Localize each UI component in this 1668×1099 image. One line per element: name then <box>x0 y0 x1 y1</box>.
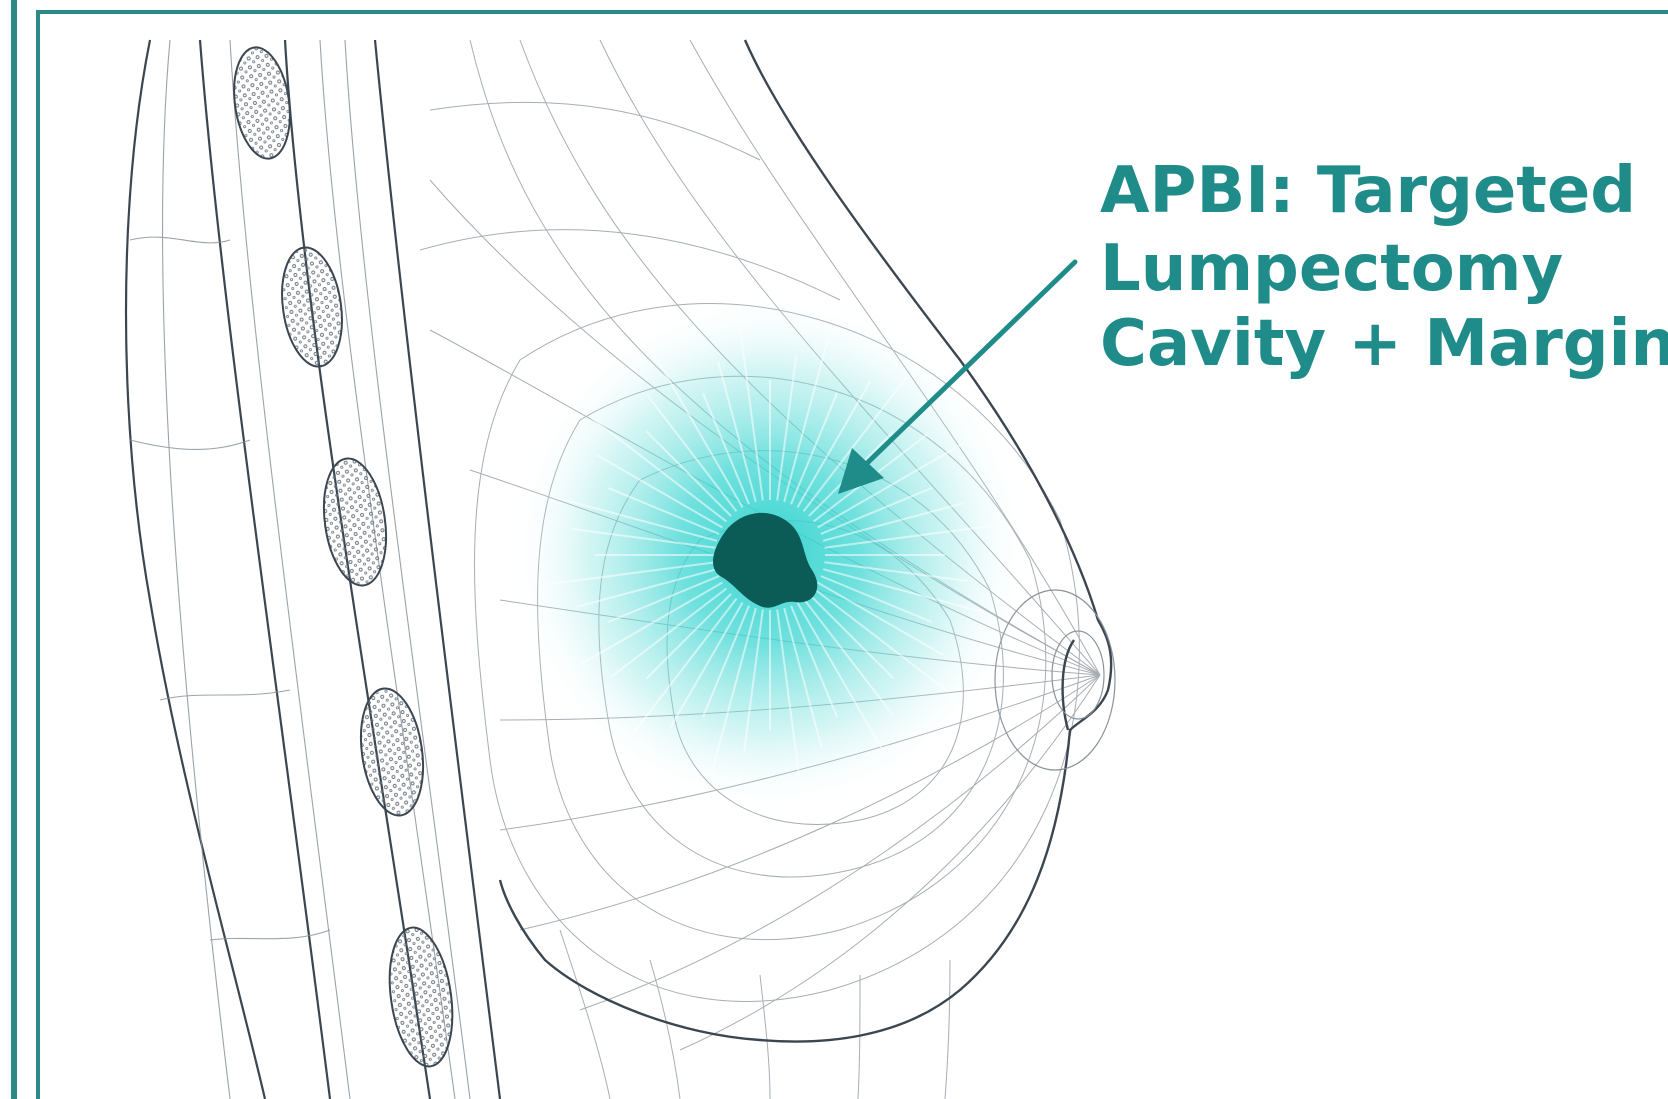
label-line-1: APBI: Targeted <box>1100 154 1636 228</box>
label-line-3: Cavity + Margin <box>1100 307 1668 381</box>
label-line-2: Lumpectomy <box>1100 232 1563 306</box>
